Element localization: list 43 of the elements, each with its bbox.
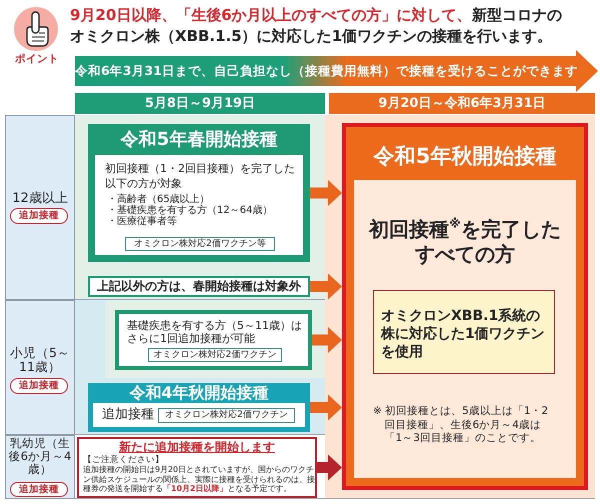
category-tag: 追加接種 bbox=[10, 482, 68, 497]
bullet-item: ・高齢者（65歳以上） bbox=[107, 194, 210, 205]
row-header bbox=[5, 115, 75, 300]
arrow bbox=[310, 180, 342, 206]
criteria-card bbox=[95, 155, 303, 255]
dose-label: 追加接種 bbox=[102, 406, 154, 423]
dose-strip bbox=[93, 403, 305, 427]
notice-heading: 新たに追加接種を開始します bbox=[119, 440, 275, 454]
vaccine-tag: オミクロン株対応2価ワクチン bbox=[148, 348, 282, 362]
notice-panel bbox=[77, 437, 317, 498]
row-header bbox=[5, 435, 75, 499]
panel-heading: 令和5年春開始接種 bbox=[120, 128, 278, 152]
arrow bbox=[310, 274, 342, 300]
period-header: 5月8日～9月19日 bbox=[75, 93, 325, 114]
page-title: 9月20日以降、「生後6か月以上のすべての方」に対して、新型コロナのオミクロン株（XBB.1.5）に対応した1価ワクチンの接種を行います。 bbox=[70, 5, 563, 47]
age-group-label: 12歳以上 bbox=[11, 191, 69, 207]
age-group-label: 小児（5～11歳） bbox=[9, 346, 71, 374]
criteria-text: 初回接種（1・2回目接種）を完了した以下の方が対象 bbox=[105, 161, 296, 191]
bullet-item: ・医療従事者等 bbox=[107, 216, 177, 227]
panel-heading: 令和4年秋開始接種 bbox=[129, 383, 269, 403]
category-tag: 追加接種 bbox=[10, 378, 68, 394]
vaccine-callout: オミクロンXBB.1系統の株に対応した1価ワクチンを使用 bbox=[373, 290, 555, 374]
campaign-panel bbox=[88, 383, 310, 432]
notice-label: 【ご注意ください】 bbox=[83, 455, 164, 465]
arrow bbox=[312, 327, 342, 353]
vaccine-tag: オミクロン株対応2価ワクチン bbox=[158, 408, 295, 423]
exclusion-note: 上記以外の方は、春開始接種は対象外 bbox=[88, 276, 310, 297]
panel-heading: 令和5年秋開始接種 bbox=[374, 143, 556, 170]
arrow-banner: 令和6年3月31日まで、自己負担なし（接種費用無料）で接種を受けることができます bbox=[75, 50, 598, 92]
criteria-text: 基礎疾患を有する方（5～11歳）はさらに1回追加接種が可能 bbox=[127, 319, 303, 345]
row-header bbox=[5, 300, 75, 435]
target-text: 初回接種$^{※}$を完了したすべての方 bbox=[368, 217, 562, 267]
arrow bbox=[317, 454, 342, 480]
campaign-panel bbox=[88, 124, 310, 262]
criteria-card bbox=[115, 310, 312, 370]
age-group-label: 乳幼児（生後6か月～4歳） bbox=[8, 437, 72, 476]
footnote-text: ※ 初回接種とは、5歳以上は「1・2回目接種」、生後6か月～4歳は「1～3回目接種」のことです。 bbox=[373, 405, 550, 446]
period-header: 9月20日～令和6年3月31日 bbox=[329, 93, 595, 114]
bullet-item: ・基礎疾患を有する方（12～64歳） bbox=[107, 205, 272, 216]
category-tag: 追加接種 bbox=[10, 208, 68, 224]
point-label: ポイント bbox=[15, 53, 59, 66]
vaccine-tag: オミクロン株対応2価ワクチン等 bbox=[125, 237, 275, 251]
arrow bbox=[310, 394, 342, 420]
